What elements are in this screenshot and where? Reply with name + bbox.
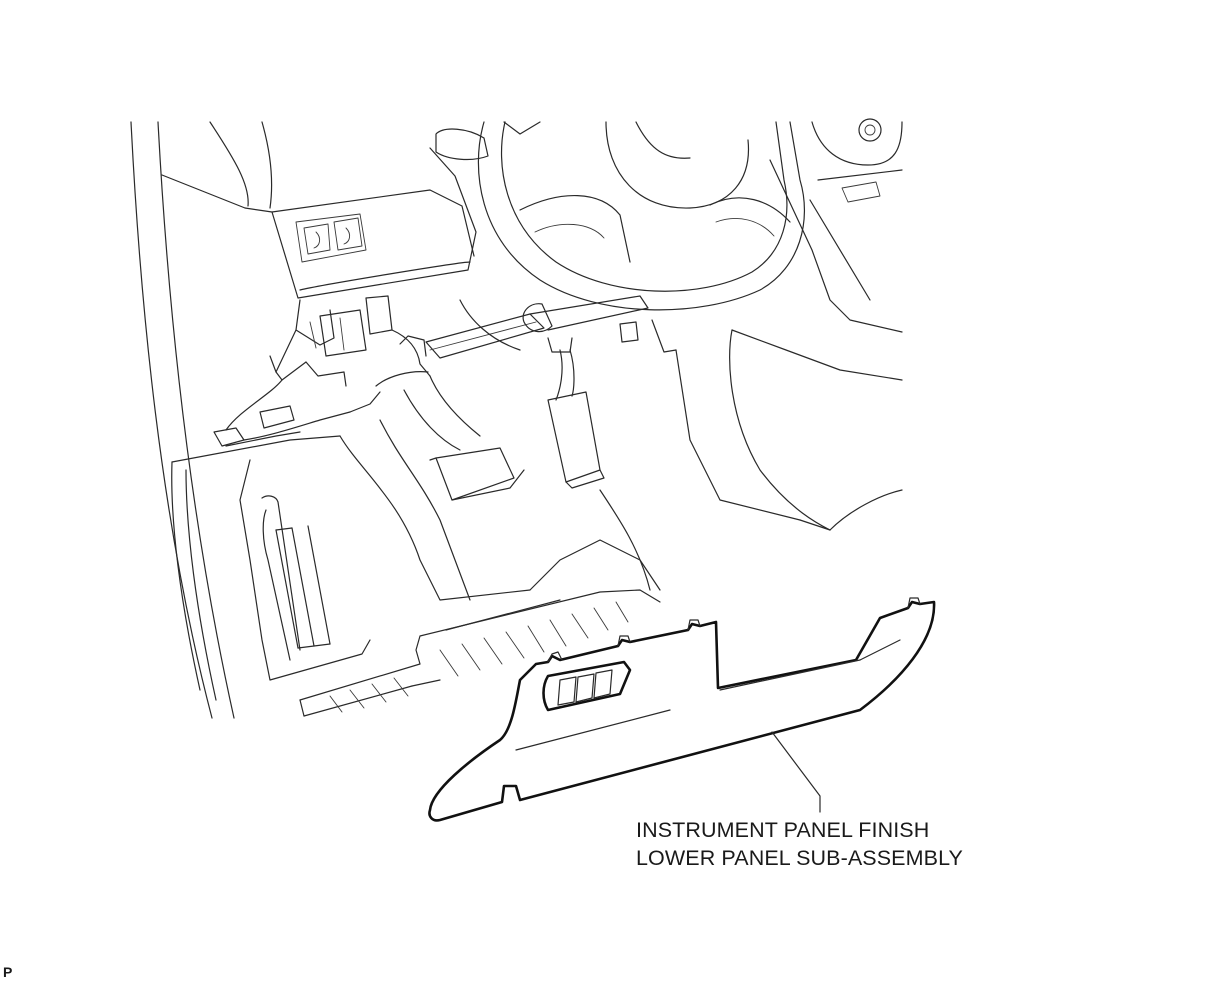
corner-mark: P (3, 964, 13, 980)
instrument-cluster (769, 118, 903, 333)
dashboard (209, 121, 489, 299)
kick-panel (171, 435, 371, 701)
part-callout-label: INSTRUMENT PANEL FINISH LOWER PANEL SUB-… (636, 816, 963, 872)
lower-panel-sub-assembly (428, 597, 936, 822)
steering-wheel (477, 121, 806, 311)
steering-column (425, 295, 677, 359)
callout-line-2: LOWER PANEL SUB-ASSEMBLY (636, 846, 963, 870)
floor-mats (299, 589, 661, 717)
under-dash-brackets (213, 295, 431, 447)
a-pillar (130, 121, 246, 719)
callout-leader-line (771, 731, 821, 813)
floor-tunnel (339, 329, 903, 601)
pedals (403, 349, 605, 501)
callout-line-1: INSTRUMENT PANEL FINISH (636, 818, 930, 842)
